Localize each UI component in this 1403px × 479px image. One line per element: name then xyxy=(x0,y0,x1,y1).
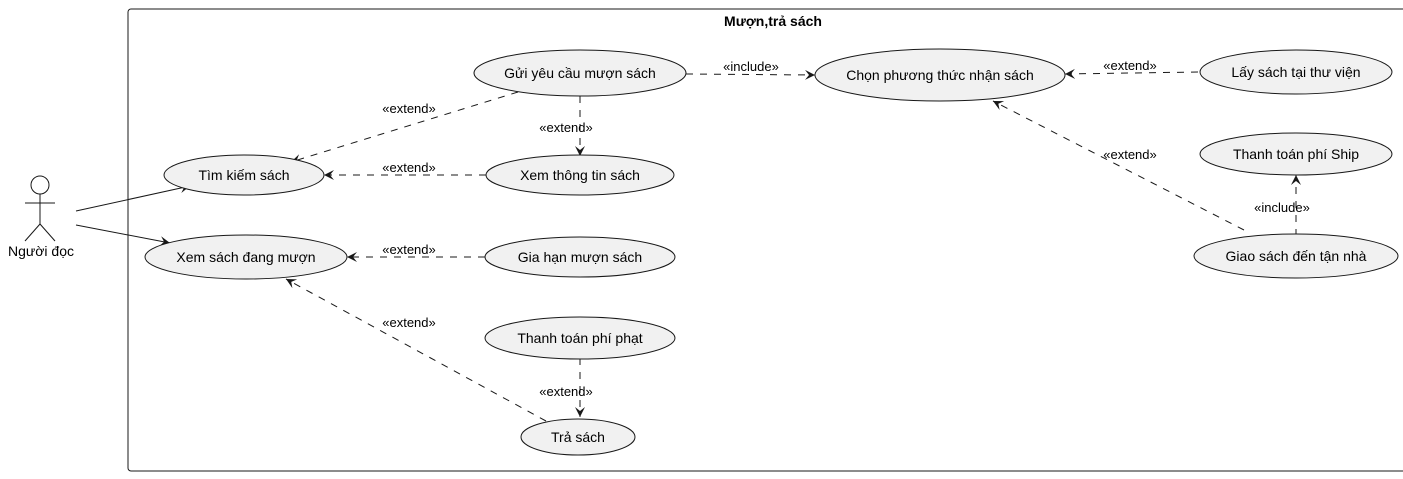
assoc-xem-dang-muon xyxy=(75,224,171,247)
use-case-label: Gia hạn mượn sách xyxy=(518,249,642,265)
rel-label: «extend» xyxy=(382,242,436,257)
use-case-label: Trả sách xyxy=(551,429,605,445)
rel-extend-giao-chon xyxy=(992,100,1245,231)
use-case-gia-han-muon-sach[interactable]: Gia hạn mượn sách xyxy=(484,236,676,278)
rel-label: «extend» xyxy=(539,120,593,135)
rel-label: «extend» xyxy=(539,384,593,399)
relations: «include» «extend» «extend» «include» «e… xyxy=(285,58,1310,422)
rel-label: «extend» xyxy=(382,315,436,330)
use-case-label: Thanh toán phí Ship xyxy=(1233,146,1359,162)
rel-label: «extend» xyxy=(382,101,436,116)
use-case-label: Lấy sách tại thư viện xyxy=(1231,64,1360,80)
use-case-label: Giao sách đến tận nhà xyxy=(1226,248,1367,264)
rel-label: «include» xyxy=(723,59,779,74)
system-boundary: Mượn,trả sách xyxy=(127,8,1403,472)
use-case-xem-sach-dang-muon[interactable]: Xem sách đang mượn xyxy=(144,234,348,280)
rel-label: «extend» xyxy=(1103,147,1157,162)
rel-label: «extend» xyxy=(382,160,436,175)
use-case-lay-sach-tai-thu-vien[interactable]: Lấy sách tại thư viện xyxy=(1199,49,1393,95)
use-case-label: Tìm kiếm sách xyxy=(198,167,289,183)
rel-label: «include» xyxy=(1254,200,1310,215)
system-title: Mượn,trả sách xyxy=(724,13,822,29)
use-case-tra-sach[interactable]: Trả sách xyxy=(520,418,636,456)
use-case-label: Xem sách đang mượn xyxy=(176,249,315,265)
use-case-label: Xem thông tin sách xyxy=(520,167,640,183)
use-case-xem-thong-tin-sach[interactable]: Xem thông tin sách xyxy=(485,154,675,196)
use-case-label: Gửi yêu cầu mượn sách xyxy=(504,65,656,81)
rel-extend-gui-tim xyxy=(290,91,519,164)
actor-nguoi-doc[interactable]: Người đọc xyxy=(8,175,74,259)
use-case-thanh-toan-phi-phat[interactable]: Thanh toán phí phạt xyxy=(484,316,676,360)
use-case-thanh-toan-phi-ship[interactable]: Thanh toán phí Ship xyxy=(1199,132,1393,176)
assoc-tim-kiem xyxy=(75,183,191,212)
use-case-tim-kiem-sach[interactable]: Tìm kiếm sách xyxy=(163,154,325,196)
rel-label: «extend» xyxy=(1103,58,1157,73)
use-case-label: Thanh toán phí phạt xyxy=(517,330,642,346)
actor-label: Người đọc xyxy=(8,243,74,259)
use-case-giao-sach-den-tan-nha[interactable]: Giao sách đến tận nhà xyxy=(1193,233,1399,279)
use-case-gui-yeu-cau-muon-sach[interactable]: Gửi yêu cầu mượn sách xyxy=(473,49,687,97)
use-case-label: Chọn phương thức nhận sách xyxy=(846,67,1034,83)
use-case-chon-phuong-thuc[interactable]: Chọn phương thức nhận sách xyxy=(814,48,1066,102)
